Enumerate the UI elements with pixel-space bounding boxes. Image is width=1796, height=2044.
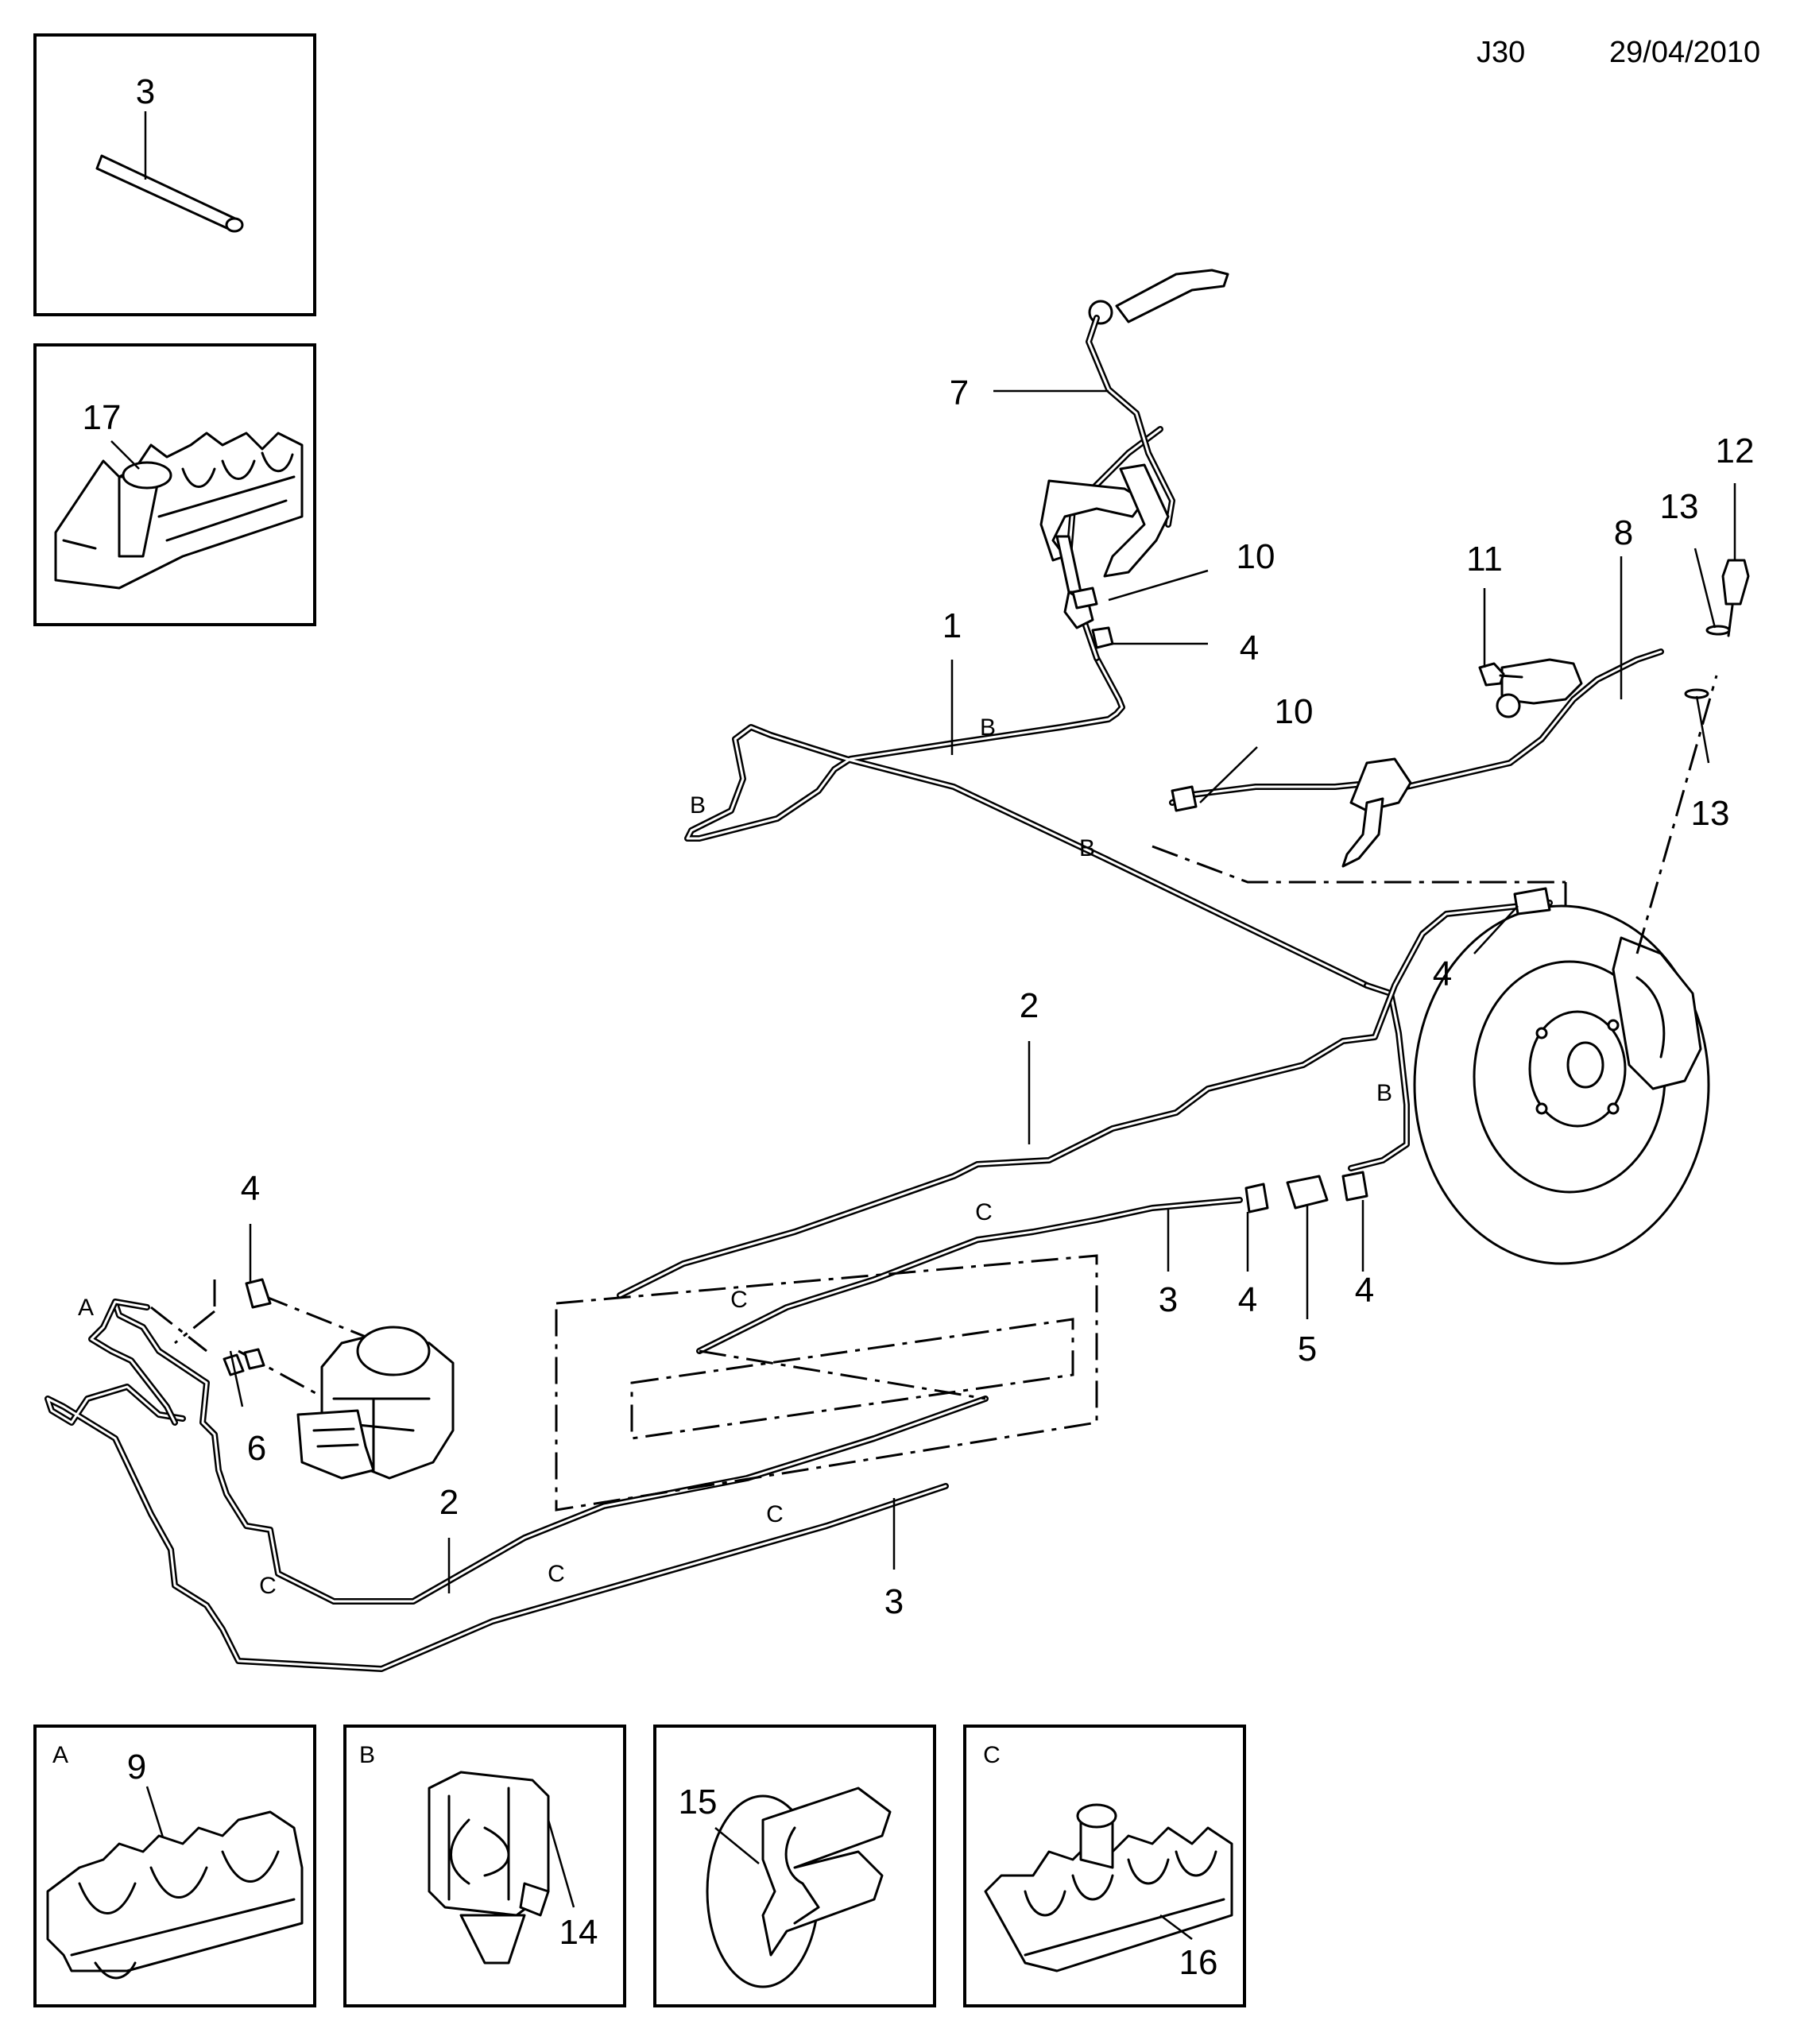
callout-4-left: 4 bbox=[241, 1169, 260, 1208]
pipe-b-lower bbox=[1348, 982, 1410, 1171]
inset-c-label: 16 bbox=[1179, 1943, 1218, 1982]
inset-clip-17: 17 bbox=[33, 343, 316, 626]
inset-a-letter: A bbox=[52, 1742, 68, 1768]
inset-15-label: 15 bbox=[679, 1783, 718, 1821]
abs-modulator bbox=[223, 1326, 455, 1480]
callout-10-right: 10 bbox=[1275, 692, 1314, 731]
fitting-4-right bbox=[1341, 1171, 1368, 1202]
hose-7 bbox=[1039, 269, 1229, 661]
break-outline-inner bbox=[630, 1318, 1074, 1440]
inset-tube: 3 bbox=[33, 33, 316, 316]
connector-5 bbox=[1286, 1175, 1329, 1210]
clip-letter-b: B bbox=[690, 792, 706, 819]
pipe-3-lower bbox=[45, 1384, 949, 1672]
connector-12 bbox=[1721, 559, 1750, 637]
inset-b-letter: B bbox=[359, 1742, 375, 1768]
clip-letter-c: C bbox=[975, 1199, 993, 1225]
callout-10-upper: 10 bbox=[1237, 537, 1275, 576]
clip-letter-a: A bbox=[78, 1295, 94, 1321]
callout-2-upper: 2 bbox=[1020, 986, 1039, 1025]
clip-letter-c: C bbox=[766, 1501, 784, 1527]
fitting-4-left bbox=[245, 1278, 272, 1309]
seal-13-upper bbox=[1705, 625, 1731, 636]
callout-12: 12 bbox=[1716, 432, 1755, 470]
inset-a-label: 9 bbox=[127, 1748, 146, 1787]
bracket-10-upper bbox=[1071, 586, 1098, 610]
diagram-code: J30 bbox=[1477, 36, 1525, 69]
break-outline-outer bbox=[555, 1254, 1098, 1512]
hose-8 bbox=[1169, 648, 1664, 868]
clip-letter-b: B bbox=[980, 714, 996, 741]
callout-4-mid: 4 bbox=[1238, 1280, 1257, 1319]
callout-4-right: 4 bbox=[1355, 1271, 1374, 1310]
callout-6: 6 bbox=[247, 1429, 266, 1468]
pipe-2-upper bbox=[617, 900, 1553, 1299]
callout-11: 11 bbox=[1466, 540, 1503, 579]
inset-b-clip-14: B 14 bbox=[343, 1725, 626, 2007]
inset-b-label: 14 bbox=[559, 1913, 598, 1952]
callout-2-lower: 2 bbox=[439, 1483, 459, 1522]
clip-letter-b: B bbox=[1376, 1080, 1392, 1106]
callout-3-lower: 3 bbox=[884, 1582, 904, 1621]
pipe-3-upper bbox=[696, 1197, 1243, 1354]
fitting-4-disc bbox=[1513, 887, 1551, 916]
bolt-11 bbox=[1478, 662, 1523, 687]
inset-c-clip-16: C 16 bbox=[963, 1725, 1246, 2007]
callout-13-upper: 13 bbox=[1660, 487, 1699, 526]
brake-disc-assembly bbox=[1413, 904, 1710, 1265]
callout-4-disc: 4 bbox=[1433, 954, 1452, 993]
inset-clip-17-label: 17 bbox=[83, 398, 122, 437]
inset-c-letter: C bbox=[983, 1742, 1001, 1768]
callout-7: 7 bbox=[950, 374, 969, 412]
callout-8: 8 bbox=[1614, 513, 1633, 552]
bracket-10-right bbox=[1171, 785, 1198, 812]
callout-3-upper: 3 bbox=[1159, 1280, 1178, 1319]
inset-a-clip-9: A 9 bbox=[33, 1725, 316, 2007]
clip-letter-c: C bbox=[548, 1561, 565, 1587]
diagram-date: 29/04/2010 bbox=[1609, 36, 1760, 69]
clip-letter-c: C bbox=[259, 1573, 277, 1599]
clip-letter-c: C bbox=[730, 1287, 748, 1313]
callout-4-upper: 4 bbox=[1240, 629, 1259, 668]
clip-letter-b: B bbox=[1079, 835, 1095, 861]
callout-5: 5 bbox=[1298, 1330, 1317, 1368]
inset-clip-15: 15 bbox=[653, 1725, 936, 2007]
fitting-4-upper bbox=[1091, 626, 1114, 649]
callout-13-lower: 13 bbox=[1691, 794, 1730, 833]
callout-1: 1 bbox=[943, 606, 962, 645]
pipe-2-lower bbox=[112, 1300, 989, 1605]
fitting-4-mid bbox=[1244, 1183, 1269, 1214]
inset-tube-label: 3 bbox=[136, 72, 155, 111]
